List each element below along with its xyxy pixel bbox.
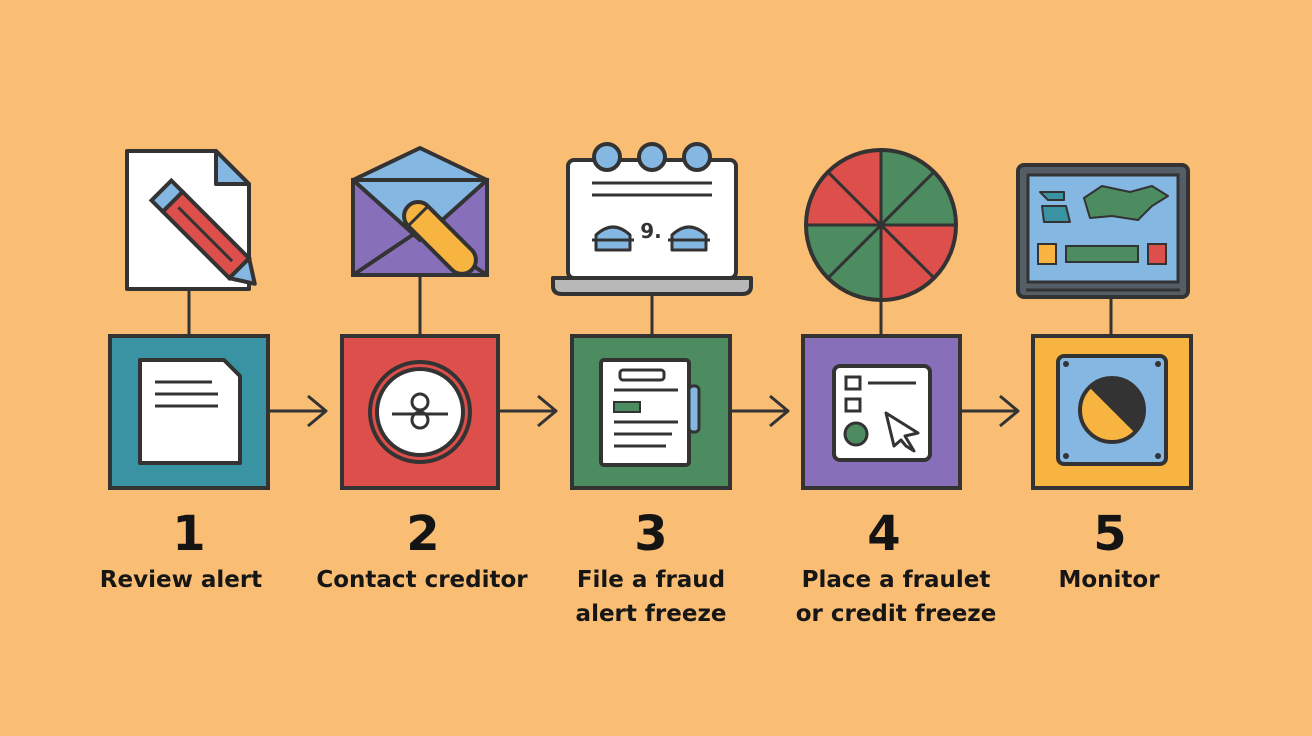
dial-icon — [1056, 354, 1168, 466]
step-5-box — [1031, 334, 1193, 490]
calendar-glyph: 9. — [640, 219, 662, 243]
step-5-label: Monitor — [1058, 567, 1160, 593]
step-4-number: 4 — [867, 506, 901, 562]
document-pencil-icon — [125, 149, 257, 291]
step-1-top-icon — [125, 149, 257, 291]
laptop-calendar-icon: 9. — [551, 142, 753, 296]
step-3-top-icon: 9. — [551, 142, 753, 296]
monitor-map-icon — [1016, 163, 1190, 299]
step-4-box — [801, 334, 962, 490]
step-4-label: Place a fraulet or credit freeze — [795, 567, 997, 627]
step-2-top-icon — [351, 146, 489, 277]
step-3-box — [570, 334, 732, 490]
arrow-2-3 — [500, 394, 558, 428]
step-3-number: 3 — [634, 506, 668, 562]
checklist-cursor-icon — [832, 364, 932, 462]
pie-wheel-icon — [804, 148, 958, 302]
step-3-label: File a fraud alert freeze — [575, 567, 727, 627]
step-1-box — [108, 334, 270, 490]
step-1-number: 1 — [172, 506, 206, 562]
person-badge-icon — [368, 360, 472, 464]
envelope-pen-icon — [351, 146, 489, 277]
step-2-box — [340, 334, 500, 490]
step-5-top-icon — [1016, 163, 1190, 299]
arrow-4-5 — [962, 394, 1020, 428]
arrow-3-4 — [732, 394, 790, 428]
step-2-number: 2 — [406, 506, 440, 562]
arrow-1-2 — [270, 394, 328, 428]
step-4-top-icon — [804, 148, 958, 302]
clipboard-form-icon — [599, 358, 701, 467]
document-icon — [138, 358, 242, 465]
step-1-label: Review alert — [99, 567, 263, 593]
step-2-label: Contact creditor — [316, 567, 528, 593]
step-5-number: 5 — [1093, 506, 1127, 562]
